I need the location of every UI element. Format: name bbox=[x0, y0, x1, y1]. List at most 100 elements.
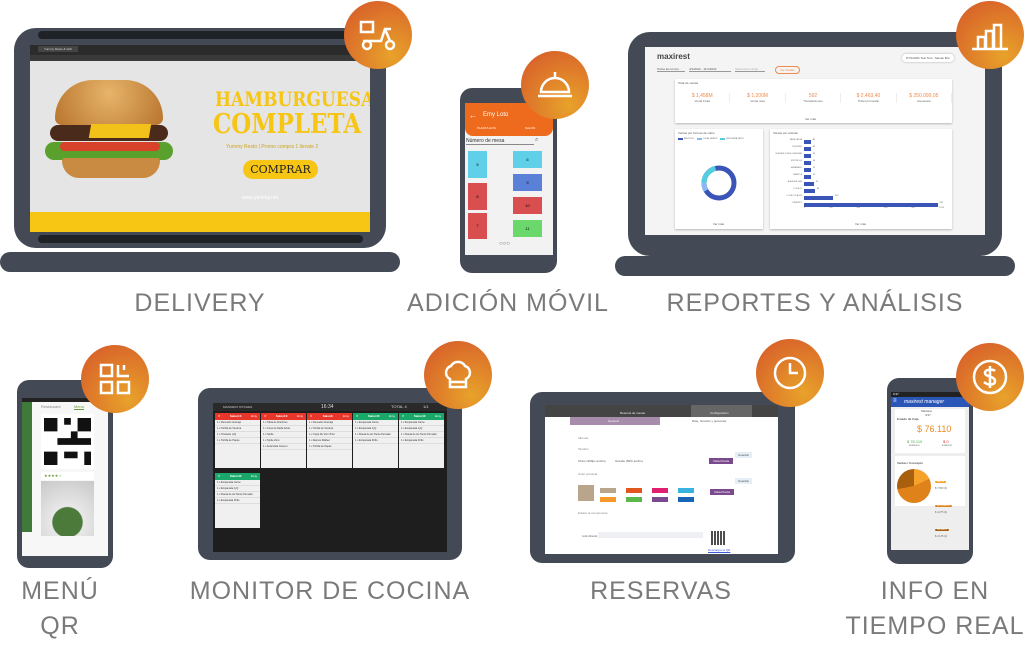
save-button[interactable]: Guardar bbox=[735, 452, 753, 458]
bar[interactable] bbox=[804, 189, 815, 193]
address-bar[interactable] bbox=[30, 55, 370, 61]
order-item[interactable]: 1 x Revuelto Gramajo bbox=[307, 420, 352, 426]
order-item[interactable]: 1 x Sprite bbox=[261, 432, 306, 438]
hamburger-menu-icon[interactable]: ≡ bbox=[893, 398, 897, 404]
browser-tab[interactable]: Yummy Resto & Grill bbox=[38, 46, 78, 52]
tab-menu[interactable]: Menu bbox=[74, 404, 85, 410]
color-swatch[interactable] bbox=[626, 497, 642, 502]
bar[interactable] bbox=[804, 182, 814, 186]
order-item[interactable]: 1 x Sprite Zero bbox=[261, 438, 306, 444]
ver-detalle-button[interactable]: Ver Detalle bbox=[775, 66, 800, 74]
color-swatch[interactable] bbox=[600, 488, 616, 493]
search-icon[interactable]: ⌕ bbox=[535, 137, 539, 143]
tab-restaurant[interactable]: Restaurant bbox=[41, 404, 61, 409]
color-swatch[interactable] bbox=[678, 488, 694, 493]
order-item[interactable]: 1 x Tortilla de Papas bbox=[215, 438, 260, 444]
order-item[interactable]: 1 x Tortilla de Verdura bbox=[215, 426, 260, 432]
user-menu[interactable]: DYNAMIC Test Test - Mesas Box bbox=[902, 54, 954, 62]
tab-configuracion[interactable]: Configuración bbox=[710, 411, 729, 415]
tab-salon[interactable]: SALON bbox=[525, 126, 536, 130]
order-item[interactable]: 1 x Revuelto Gramajo bbox=[215, 420, 260, 426]
back-arrow-icon[interactable]: ← bbox=[469, 111, 477, 120]
section-color[interactable]: Color principal bbox=[578, 472, 598, 476]
order-item[interactable]: 1 x Copa De Vino Tinto bbox=[307, 432, 352, 438]
table-6[interactable]: 6 bbox=[513, 151, 542, 168]
bar[interactable] bbox=[804, 147, 811, 151]
order-item[interactable]: 1 x Empanada Pollo bbox=[353, 438, 398, 444]
section-tamano[interactable]: Tamaño bbox=[578, 447, 589, 451]
order-item[interactable]: 1 x Alamos Malbec bbox=[307, 438, 352, 444]
order-item[interactable]: 1 x Antarctida Cuseno bbox=[261, 444, 306, 450]
table-search-input[interactable]: Número de mesa bbox=[466, 138, 534, 145]
link-input[interactable] bbox=[598, 532, 703, 538]
order-item[interactable]: 1 x Tortilla de Verdura bbox=[307, 426, 352, 432]
date-range-input[interactable]: 4/1/2022 - 11/1/2022 bbox=[689, 67, 731, 72]
download-qr-link[interactable]: Descargar el QR bbox=[708, 548, 731, 552]
bar[interactable] bbox=[804, 168, 811, 172]
legend-item[interactable]: EFECTIVO bbox=[678, 138, 694, 140]
table-11[interactable]: 11 bbox=[513, 220, 542, 237]
bar[interactable] bbox=[804, 154, 811, 158]
table-5[interactable]: 5 bbox=[468, 151, 487, 178]
page-dots[interactable]: ○○○ bbox=[499, 241, 510, 247]
order-item[interactable]: 1 x Omelette (x2) bbox=[215, 432, 260, 438]
section-enlace[interactable]: Enlace al componente bbox=[578, 511, 608, 515]
color-swatch[interactable] bbox=[678, 497, 694, 502]
color-swatch[interactable] bbox=[652, 497, 668, 502]
range-select[interactable]: Seleccione rango bbox=[735, 67, 765, 72]
tab-planta-alta[interactable]: PLANTA ALTA bbox=[477, 126, 497, 130]
bar[interactable] bbox=[804, 161, 811, 165]
bar[interactable] bbox=[804, 196, 834, 200]
order-item[interactable]: 1 x Empanada Carne bbox=[399, 420, 444, 426]
order-item[interactable]: 1 x Empanada JyQ bbox=[215, 486, 260, 492]
table-8[interactable]: 8 bbox=[468, 183, 487, 210]
legend-item[interactable]: LOCAL DEBITO bbox=[697, 138, 717, 140]
section-idiomas[interactable]: Idiomas bbox=[578, 436, 589, 440]
color-swatch[interactable] bbox=[626, 488, 642, 493]
order-item[interactable]: 1 x Empanada JyQ bbox=[353, 426, 398, 432]
order-item[interactable]: 1 x Empanada Pollo bbox=[215, 498, 260, 504]
order-item[interactable]: 1 x Flauta de los Tacos Pernado bbox=[399, 432, 444, 438]
size-option-grande[interactable]: Grande (50% ancho) bbox=[615, 459, 643, 463]
order-item[interactable]: 1 x Tortilla de Papas bbox=[307, 444, 352, 450]
save-button[interactable]: Guardar bbox=[735, 478, 753, 484]
preview-button[interactable]: Vista Previa bbox=[709, 458, 733, 464]
order-item[interactable]: 1 x Tabla de Fiambres bbox=[261, 420, 306, 426]
tab-reserva-mesas[interactable]: Reserva de mesas bbox=[620, 411, 646, 415]
table-10[interactable]: 10 bbox=[513, 197, 542, 214]
size-option-chico[interactable]: Chico (300px ancho) bbox=[578, 459, 606, 463]
table-9[interactable]: 9 bbox=[513, 174, 542, 191]
comprar-button[interactable]: COMPRAR bbox=[243, 160, 318, 179]
shift-select[interactable]: Todos los turnos bbox=[657, 67, 685, 72]
kitchen-page[interactable]: 1/1 bbox=[423, 404, 429, 409]
bar[interactable] bbox=[804, 175, 811, 179]
color-swatch[interactable] bbox=[600, 497, 616, 502]
site-url[interactable]: www.yummy.net bbox=[242, 195, 279, 201]
bar[interactable] bbox=[804, 140, 811, 144]
order-item[interactable]: 1 x Cerveza Stella Artois bbox=[261, 426, 306, 432]
order-item[interactable]: 1 x Empanada Pollo bbox=[399, 438, 444, 444]
shift-name[interactable]: Mañana bbox=[921, 409, 932, 413]
order-item[interactable]: 1 x Flauta de los Tacos Pernado bbox=[215, 492, 260, 498]
order-item[interactable]: 1 x Empanada JyQ bbox=[399, 426, 444, 432]
rating-stars[interactable]: ★★★★☆ bbox=[44, 473, 62, 478]
order-item[interactable]: 1 x Empanada Carne bbox=[215, 480, 260, 486]
ver-mas-link[interactable]: Ver más bbox=[713, 222, 725, 226]
qr-code[interactable] bbox=[41, 414, 94, 469]
ver-mas-link[interactable]: Ver más bbox=[855, 222, 867, 226]
table-7[interactable]: 7 bbox=[468, 213, 487, 239]
legend-item[interactable]: BILLETERA VIRTU bbox=[720, 138, 744, 140]
subtab-dias[interactable]: Días, horarios y personas bbox=[692, 419, 727, 423]
order-item[interactable]: 1 x Flauta de los Tacos Pernado bbox=[353, 432, 398, 438]
color-swatch[interactable] bbox=[652, 488, 668, 493]
subtab-general[interactable]: General bbox=[608, 419, 619, 423]
ver-mas-link[interactable]: Ver más bbox=[805, 117, 817, 121]
order-item[interactable]: 1 x Empanada Carne bbox=[353, 420, 398, 426]
bar[interactable] bbox=[804, 203, 938, 207]
